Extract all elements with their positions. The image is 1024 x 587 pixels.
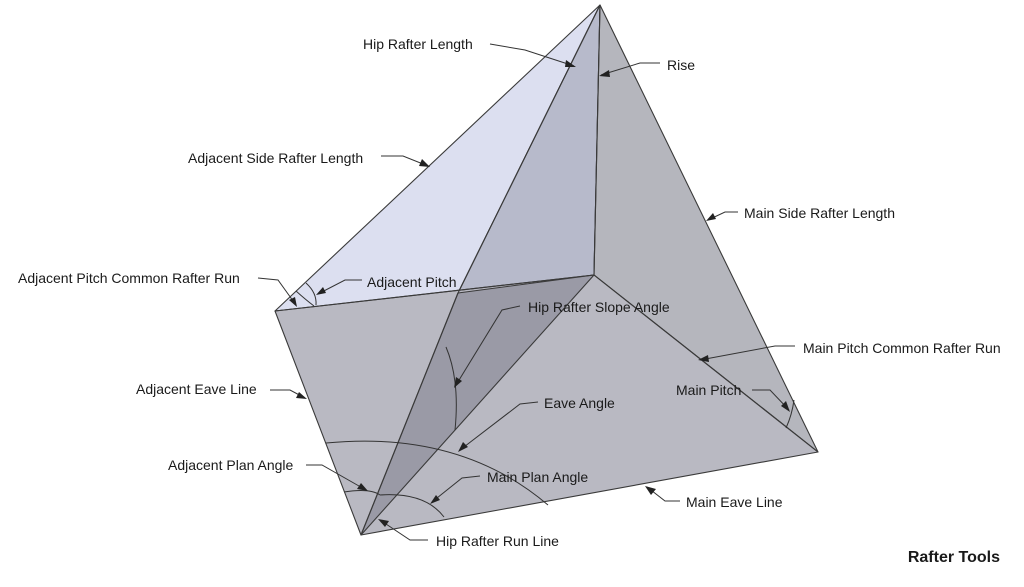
arrow-main-pitch xyxy=(781,401,790,412)
arrow-adjacent-plan xyxy=(357,483,368,491)
brand-title: Rafter Tools xyxy=(907,549,1000,566)
label-adjacent-side-rafter-length: Adjacent Side Rafter Length xyxy=(188,150,363,166)
adjacent-pitch-arc xyxy=(295,290,315,307)
arrow-main-eave xyxy=(645,486,656,495)
label-hip-rafter-slope-angle: Hip Rafter Slope Angle xyxy=(528,299,670,315)
leader-adjacent-pitch xyxy=(317,279,362,295)
label-main-pitch-common-rafter-run: Main Pitch Common Rafter Run xyxy=(803,340,1001,356)
arrow-hip-slope xyxy=(454,377,462,388)
main-pitch-arc xyxy=(785,399,795,429)
main-common-run-edge xyxy=(593,274,819,453)
label-main-side-rafter-length: Main Side Rafter Length xyxy=(744,205,895,221)
label-main-pitch: Main Pitch xyxy=(676,382,741,398)
adjacent-common-run-edge xyxy=(274,274,595,312)
leader-lines xyxy=(257,43,795,541)
label-adjacent-pitch-common-rafter-run: Adjacent Pitch Common Rafter Run xyxy=(18,270,240,286)
arrow-hip-run xyxy=(378,519,389,527)
arrow-main-common-run xyxy=(698,355,709,362)
arrow-adjacent-common-run xyxy=(289,297,297,307)
leader-adjacent-plan xyxy=(306,464,367,491)
leader-rise xyxy=(600,62,660,76)
adjacent-pitch-arc-2 xyxy=(305,282,317,306)
hip-rafter-run-edge xyxy=(360,292,459,536)
hip-rafter-edge xyxy=(457,4,601,294)
arrow-main-side xyxy=(706,213,716,221)
leader-hip-rafter-length xyxy=(489,43,575,67)
arrow-adjacent-pitch xyxy=(316,287,326,295)
main-plan-arc xyxy=(379,494,445,518)
label-rise: Rise xyxy=(667,57,695,73)
label-main-eave-line: Main Eave Line xyxy=(686,494,783,510)
label-hip-rafter-length: Hip Rafter Length xyxy=(363,36,473,52)
rise-edge xyxy=(593,4,601,276)
arrow-main-plan xyxy=(430,495,440,504)
label-adjacent-pitch: Adjacent Pitch xyxy=(367,274,457,290)
eave-angle-arc xyxy=(325,440,549,506)
label-adjacent-plan-angle: Adjacent Plan Angle xyxy=(168,457,294,473)
leader-main-plan xyxy=(431,475,481,503)
arrow-hip-rafter-length xyxy=(565,60,576,67)
arrow-adjacent-eave xyxy=(296,392,307,399)
leader-adjacent-common-run xyxy=(257,277,297,306)
leader-main-common-run xyxy=(699,345,795,361)
arrow-rise xyxy=(599,70,610,77)
label-main-plan-angle: Main Plan Angle xyxy=(487,469,588,485)
label-hip-rafter-run-line: Hip Rafter Run Line xyxy=(436,533,559,549)
leader-hip-slope xyxy=(455,305,521,386)
leader-main-pitch xyxy=(752,389,790,411)
leader-eave-angle xyxy=(459,401,539,451)
leader-hip-run xyxy=(379,519,428,541)
adjacent-plan-arc xyxy=(343,490,381,496)
label-adjacent-eave-line: Adjacent Eave Line xyxy=(136,381,257,397)
arrow-adjacent-side xyxy=(419,159,430,167)
label-eave-angle: Eave Angle xyxy=(544,395,615,411)
arrow-eave-angle xyxy=(458,442,468,452)
leader-adjacent-side xyxy=(381,155,429,167)
